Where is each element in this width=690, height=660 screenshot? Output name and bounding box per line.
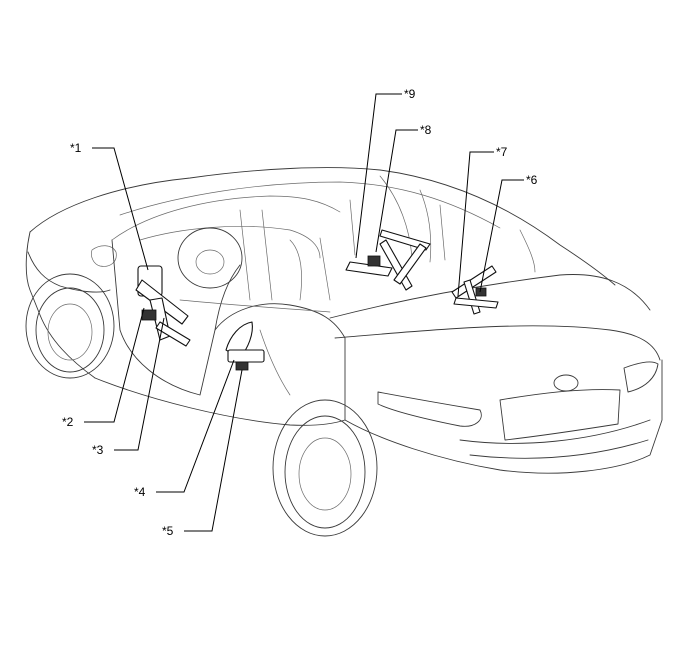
- steering-wheel-hub: [195, 249, 225, 275]
- vehicle-body: [25, 167, 663, 537]
- front-wheel-hub: [47, 303, 93, 361]
- front-seat: [289, 237, 331, 301]
- callout-label-5: *5: [162, 524, 174, 538]
- callout-label-2: *2: [62, 415, 74, 429]
- callout-label-3: *3: [92, 443, 104, 457]
- hood-outline: [25, 231, 96, 379]
- rear-right-door-regulator: [451, 265, 499, 315]
- front-wheel: [35, 287, 105, 373]
- rear-wheel-hub: [298, 437, 352, 511]
- headlamp: [91, 245, 117, 267]
- callout-label-6: *6: [526, 173, 538, 187]
- roof-inner: [119, 181, 501, 229]
- rear-quarter: [344, 359, 663, 474]
- leader-9: [355, 93, 402, 259]
- leader-3: [114, 317, 165, 451]
- trunk-lid: [329, 274, 651, 319]
- rear-door-regulator: [345, 229, 431, 291]
- front-passenger-door-regulator: [225, 321, 265, 371]
- leader-lines: [84, 93, 524, 532]
- license-plate-recess: [499, 389, 621, 441]
- rear-door: [214, 303, 346, 421]
- callout-labels: *1 *2 *3 *4 *5 *6 *7 *8 *9: [62, 87, 538, 538]
- rear-emblem: [553, 374, 579, 392]
- callout-label-1: *1: [70, 141, 82, 155]
- callout-label-7: *7: [496, 145, 508, 159]
- steering-wheel: [177, 227, 243, 289]
- a-pillar: [239, 209, 273, 301]
- leader-5: [184, 369, 243, 532]
- leader-1: [92, 147, 149, 271]
- leader-8: [375, 129, 418, 253]
- leader-7: [457, 151, 494, 297]
- leader-2: [84, 307, 145, 423]
- callout-label-4: *4: [134, 485, 146, 499]
- rear-wheel: [284, 415, 366, 529]
- leader-4: [156, 359, 235, 493]
- front-door: [111, 239, 241, 396]
- front-bumper: [27, 251, 111, 293]
- windshield: [111, 195, 341, 241]
- front-wheel-arch: [25, 273, 115, 379]
- leader-6: [479, 179, 524, 293]
- dashboard: [139, 226, 321, 259]
- roof-outline: [29, 167, 616, 286]
- rear-wheel-arch: [272, 399, 378, 537]
- front-door-regulator: [135, 265, 191, 347]
- left-tail-lamp: [377, 391, 482, 427]
- rear-deck: [334, 325, 661, 361]
- interior-floor: [179, 299, 331, 396]
- callout-label-9: *9: [404, 87, 416, 101]
- side-sill: [94, 377, 346, 426]
- callout-label-8: *8: [420, 123, 432, 137]
- rear-pillar: [379, 175, 432, 263]
- rear-seat: [349, 199, 536, 273]
- rear-bumper: [459, 419, 651, 459]
- right-tail-lamp: [623, 361, 659, 393]
